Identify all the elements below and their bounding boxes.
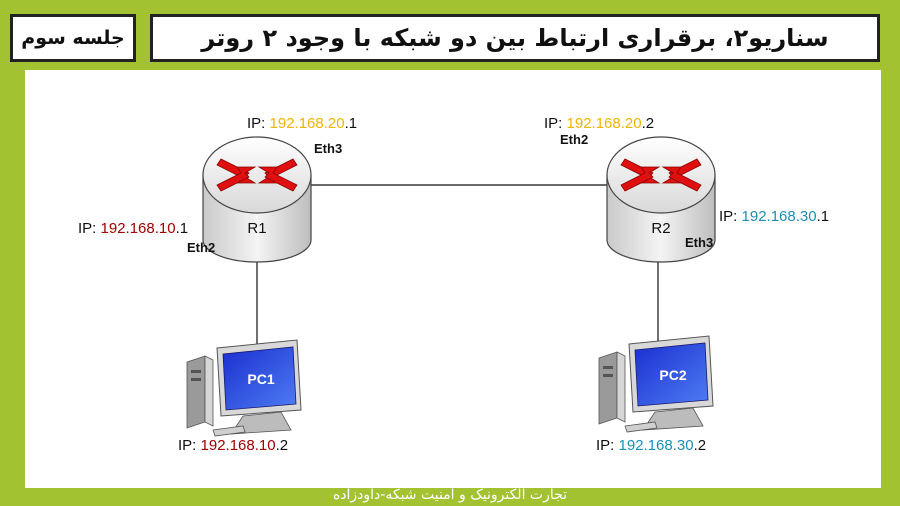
monitor-icon (212, 339, 302, 437)
pc1-ip: IP: 192.168.10.2 (178, 437, 289, 454)
r2-eth2-ip: IP: 192.168.20.2 (544, 115, 655, 132)
r2-eth3-ip: IP: 192.168.30.1 (719, 208, 830, 225)
computer-tower-icon (598, 351, 626, 425)
computer-tower-icon (186, 355, 214, 429)
router-r1: R1 (202, 136, 312, 263)
monitor-icon (624, 335, 714, 433)
router-r2-label: R2 (651, 220, 670, 237)
network-diagram: R1 R2 (186, 136, 716, 437)
pc2: PC2 (598, 335, 714, 433)
r1-eth3-ip: IP: 192.168.20.1 (247, 115, 358, 132)
r2-eth2-iface: Eth2 (560, 132, 589, 147)
pc1: PC1 (186, 339, 302, 437)
pc2-label: PC2 (659, 367, 686, 383)
session-label: جلسه سوم (10, 14, 136, 62)
router-r2: R2 (606, 136, 716, 263)
r1-eth2-ip: IP: 192.168.10.1 (78, 220, 189, 237)
r2-eth3-iface: Eth3 (685, 235, 714, 250)
router-r1-label: R1 (247, 220, 266, 237)
router-arrows-icon (216, 158, 298, 192)
diagram-canvas: R1 R2 (25, 70, 881, 488)
router-arrows-icon (620, 158, 702, 192)
r1-eth3-iface: Eth3 (314, 141, 343, 156)
pc1-label: PC1 (247, 371, 274, 387)
page-title: سناریو۲، برقراری ارتباط بین دو شبکه با و… (150, 14, 880, 62)
footer-text: تجارت الکترونیک و امنیت شبکه-داودزاده (332, 487, 568, 503)
r1-eth2-iface: Eth2 (187, 240, 216, 255)
pc2-ip: IP: 192.168.30.2 (596, 437, 707, 454)
